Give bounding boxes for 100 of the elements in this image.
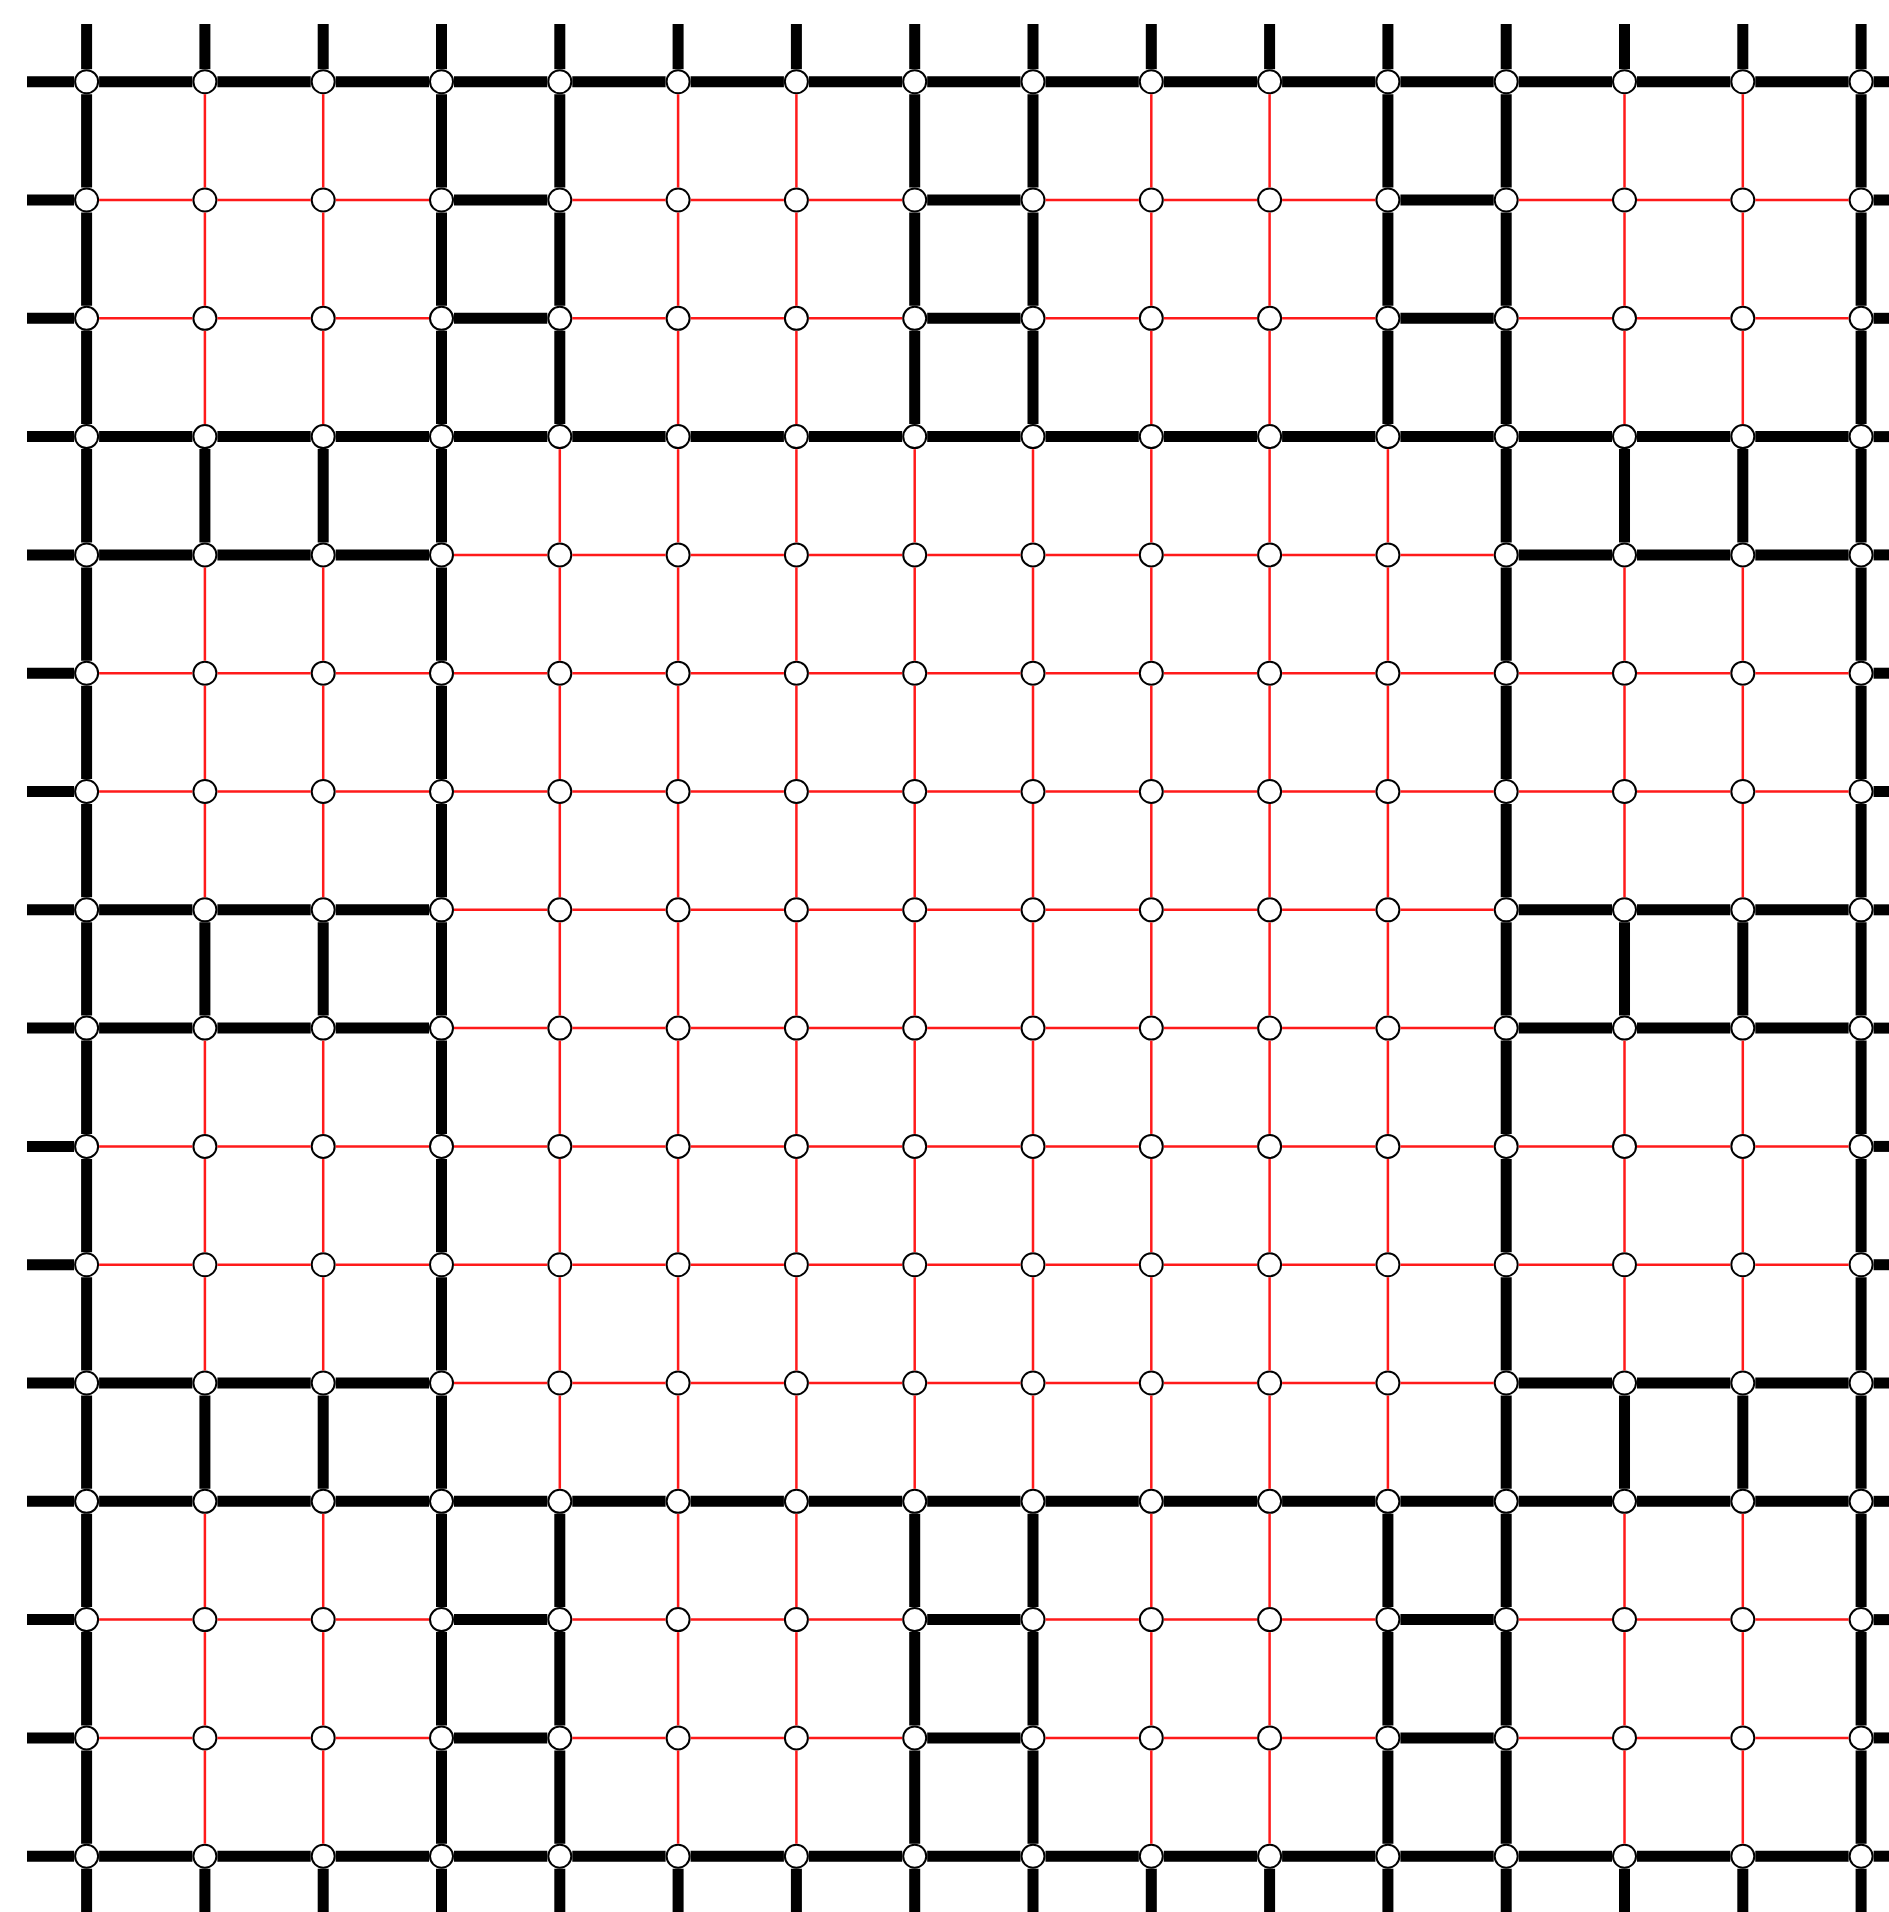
junction-circle: [74, 660, 100, 686]
junction-circle: [547, 1843, 573, 1869]
junction-circle: [310, 542, 336, 568]
junction-circle: [665, 1607, 691, 1633]
junction-circle: [1257, 1488, 1283, 1514]
junction-circle: [902, 1725, 928, 1751]
junction-circle: [74, 897, 100, 923]
junction-circle: [902, 542, 928, 568]
junction-circle: [1730, 424, 1756, 450]
junction-circle: [783, 424, 809, 450]
junction-circle: [1020, 1843, 1046, 1869]
junction-circle: [547, 779, 573, 804]
junction-circle: [1848, 305, 1874, 331]
junction-circle: [1020, 1488, 1046, 1514]
junction-circle: [783, 69, 809, 95]
junction-circle: [310, 424, 336, 450]
junction-circle: [74, 1843, 100, 1869]
junction-circle: [1612, 1015, 1637, 1041]
junction-circle: [665, 660, 691, 686]
junction-circle: [1730, 1843, 1756, 1869]
junction-circle: [310, 69, 336, 95]
junction-circle: [192, 1252, 218, 1278]
junction-circle: [902, 779, 928, 804]
junction-circle: [547, 660, 573, 686]
junction-circle: [1138, 542, 1164, 568]
junction-circle: [310, 305, 336, 331]
junction-circle: [1138, 1370, 1164, 1396]
junction-circle: [1612, 424, 1637, 450]
junction-circle: [429, 1370, 454, 1396]
junction-circle: [665, 1252, 691, 1278]
junction-circle: [1730, 779, 1756, 804]
junction-circle: [310, 187, 336, 213]
junction-circle: [429, 187, 454, 213]
junction-circle: [310, 1725, 336, 1751]
junction-circle: [192, 1607, 218, 1633]
junction-circle: [1020, 1370, 1046, 1396]
junction-circle: [1138, 660, 1164, 686]
junction-circle: [1257, 1370, 1283, 1396]
junction-circle: [192, 69, 218, 95]
junction-circle: [1020, 1252, 1046, 1278]
junction-circle: [1020, 660, 1046, 686]
junction-circle: [1257, 69, 1283, 95]
junction-circle: [310, 1015, 336, 1041]
junction-circle: [310, 660, 336, 686]
junction-circle: [665, 542, 691, 568]
junction-circle: [1020, 897, 1046, 923]
junction-circle: [192, 1725, 218, 1751]
junction-circle: [1493, 305, 1519, 331]
junction-circle: [902, 305, 928, 331]
junction-circle: [1138, 1133, 1164, 1159]
junction-circle: [902, 187, 928, 213]
junction-circle: [1848, 897, 1874, 923]
junction-circle: [547, 187, 573, 213]
junction-circle: [783, 305, 809, 331]
junction-circle: [1020, 1015, 1046, 1041]
junction-circle: [1138, 779, 1164, 804]
junction-circle: [902, 1252, 928, 1278]
junction-circle: [192, 1370, 218, 1396]
junction-circle: [547, 424, 573, 450]
junction-circle: [192, 305, 218, 331]
junction-circle: [1138, 187, 1164, 213]
junction-circle: [547, 1015, 573, 1041]
junction-circle: [1020, 305, 1046, 331]
junction-circle: [74, 424, 100, 450]
junction-circle: [1375, 1370, 1401, 1396]
junction-circle: [429, 69, 454, 95]
junction-circle: [1020, 1607, 1046, 1633]
junction-circle: [74, 1252, 100, 1278]
junction-circle: [665, 1843, 691, 1869]
junction-circle: [1138, 897, 1164, 923]
junction-circle: [1020, 187, 1046, 213]
junction-circle: [1257, 660, 1283, 686]
junction-circle: [1730, 1488, 1756, 1514]
junction-circle: [1493, 1133, 1519, 1159]
junction-circle: [1612, 187, 1637, 213]
junction-circle: [1375, 1843, 1401, 1869]
junction-circle: [1612, 305, 1637, 331]
junction-circle: [1257, 542, 1283, 568]
junction-circle: [1848, 542, 1874, 568]
junction-circle: [902, 897, 928, 923]
junction-circle: [1020, 779, 1046, 804]
junction-circle: [429, 1015, 454, 1041]
junction-circle: [1020, 1725, 1046, 1751]
junction-circle: [1493, 660, 1519, 686]
junction-circle: [74, 1015, 100, 1041]
junction-circle: [1730, 1607, 1756, 1633]
junction-circle: [1020, 69, 1046, 95]
junction-circle: [429, 1843, 454, 1869]
junction-circle: [547, 1370, 573, 1396]
junction-circle: [1375, 1607, 1401, 1633]
junction-circle: [1730, 660, 1756, 686]
junction-circle: [665, 1488, 691, 1514]
junction-circle: [1138, 305, 1164, 331]
junction-circle: [74, 305, 100, 331]
junction-circle: [429, 1488, 454, 1514]
junction-circle: [429, 897, 454, 923]
junction-circle: [902, 69, 928, 95]
junction-circle: [1375, 1015, 1401, 1041]
junction-circle: [1612, 1133, 1637, 1159]
junction-circle: [74, 1488, 100, 1514]
